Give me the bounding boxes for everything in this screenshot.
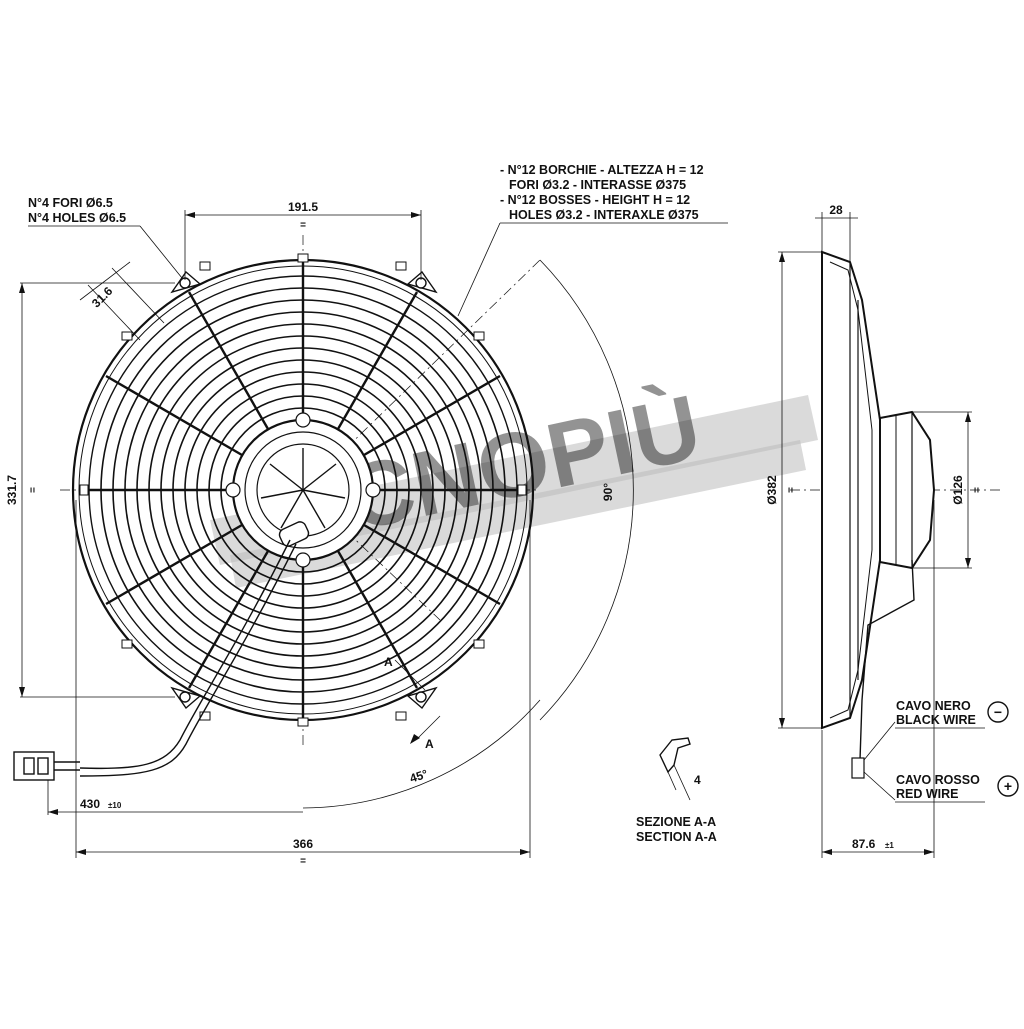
bosses-note-1: - N°12 BORCHIE - ALTEZZA H = 12 bbox=[500, 163, 704, 177]
bosses-note-3: - N°12 BOSSES - HEIGHT H = 12 bbox=[500, 193, 690, 207]
dim-angle-45: 45° bbox=[408, 767, 430, 786]
mounting-lugs bbox=[170, 270, 438, 710]
dim-cable-value: 430 bbox=[80, 797, 100, 811]
side-dim-bottom: 87.6 bbox=[852, 837, 876, 851]
connector bbox=[13, 751, 80, 781]
dim-top-value: 191.5 bbox=[288, 200, 318, 214]
section-mark-a-2: A bbox=[425, 737, 434, 751]
mounting-hole bbox=[179, 691, 191, 703]
side-dim-top: 28 bbox=[829, 203, 843, 217]
svg-text:=: = bbox=[972, 487, 983, 493]
svg-text:=: = bbox=[786, 487, 797, 493]
black-wire-label-it: CAVO NERO bbox=[896, 699, 971, 713]
section-label-en: SECTION A-A bbox=[636, 830, 717, 844]
motor-fins bbox=[260, 448, 346, 529]
side-dim-motor: Ø126 bbox=[951, 475, 965, 505]
mounting-hole bbox=[415, 691, 427, 703]
side-view: Ø382 = 28 Ø126 = 87.6 ±1 CAVO NERO BLACK… bbox=[765, 203, 1019, 858]
dim-left-value: 331.7 bbox=[5, 475, 19, 505]
side-frame bbox=[821, 250, 881, 730]
fan-guard-spokes bbox=[80, 262, 526, 718]
section-mark-a: A bbox=[384, 655, 393, 669]
svg-text:=: = bbox=[28, 487, 39, 493]
black-wire-sign bbox=[987, 701, 1009, 723]
dim-angle-90: 90° bbox=[601, 483, 615, 501]
svg-text:=: = bbox=[300, 220, 306, 231]
section-thickness: 4 bbox=[694, 773, 701, 787]
rim-bosses bbox=[79, 253, 527, 727]
side-motor bbox=[879, 410, 936, 570]
bosses-note-2: FORI Ø3.2 - INTERASSE Ø375 bbox=[509, 178, 686, 192]
bosses-note-4: HOLES Ø3.2 - INTERAXLE Ø375 bbox=[509, 208, 699, 222]
holes-note-it: N°4 FORI Ø6.5 bbox=[28, 196, 113, 210]
dim-bottom-value: 366 bbox=[293, 837, 313, 851]
section-a-a: 4 SEZIONE A-A SECTION A-A bbox=[636, 737, 717, 844]
dim-cable-tol: ±10 bbox=[108, 801, 122, 810]
front-view: 191.5 = N°4 FORI Ø6.5 N°4 HOLES Ø6.5 - N… bbox=[5, 163, 728, 867]
section-label-it: SEZIONE A-A bbox=[636, 815, 716, 829]
holes-note-en: N°4 HOLES Ø6.5 bbox=[28, 211, 126, 225]
svg-text:−: − bbox=[994, 704, 1002, 720]
svg-text:+: + bbox=[1004, 778, 1012, 794]
side-dim-diameter: Ø382 bbox=[765, 475, 779, 505]
red-wire-sign bbox=[997, 775, 1019, 797]
red-wire-label-en: RED WIRE bbox=[896, 787, 959, 801]
side-dim-bottom-tol: ±1 bbox=[885, 841, 894, 850]
black-wire-label-en: BLACK WIRE bbox=[896, 713, 976, 727]
dim-small-value: 31.6 bbox=[89, 284, 116, 311]
power-cable bbox=[79, 539, 297, 777]
red-wire-label-it: CAVO ROSSO bbox=[896, 773, 980, 787]
svg-text:=: = bbox=[300, 856, 306, 867]
